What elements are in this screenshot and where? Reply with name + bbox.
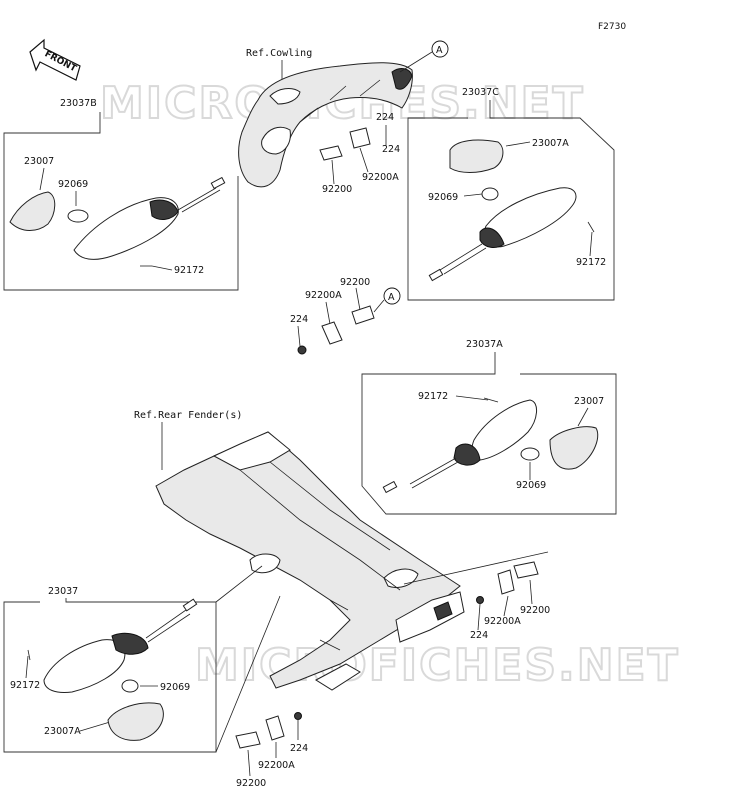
label-92200-rear-bottom: 92200 [236, 778, 266, 789]
label-92200a-rear-bottom: 92200A [258, 760, 295, 771]
label-224-mid: 224 [290, 314, 308, 325]
label-224-top-b: 224 [382, 144, 400, 155]
label-92069-front-left: 92069 [58, 179, 88, 190]
bulb-92069-rear-right [520, 447, 540, 461]
label-23037c: 23037C [462, 87, 499, 98]
ref-rear-fender-label: Ref.Rear Fender(s) [134, 410, 242, 421]
bolt-224-rear-bottom [294, 712, 302, 720]
label-92172-front-right: 92172 [576, 257, 606, 268]
callout-a-top: A [436, 45, 443, 56]
front-arrow-icon: FRONT [29, 38, 81, 81]
label-92200a-mid: 92200A [305, 290, 342, 301]
rear-fender-part [155, 431, 465, 691]
label-92172-rear-left: 92172 [10, 680, 40, 691]
label-224-top: 224 [376, 112, 394, 123]
label-92200-rear-right: 92200 [520, 605, 550, 616]
label-23037: 23037 [48, 586, 78, 597]
plate-92200-rear-right [513, 561, 539, 579]
label-92069-front-right: 92069 [428, 192, 458, 203]
bulb-92069-front-right [481, 187, 499, 201]
lens-23007a-front-right [449, 139, 504, 173]
bracket-92200a-mid [321, 321, 343, 345]
label-92172-rear-right: 92172 [418, 391, 448, 402]
label-224-rear-bottom: 224 [290, 743, 308, 754]
bracket-92200a-rear-right [497, 569, 515, 595]
plate-92200-mid [351, 305, 375, 325]
label-23037a: 23037A [466, 339, 503, 350]
plate-92200-rear-bottom [235, 731, 261, 749]
label-92200-top: 92200 [322, 184, 352, 195]
ref-cowling-label: Ref.Cowling [246, 48, 312, 59]
label-92069-rear-right: 92069 [516, 480, 546, 491]
watermark-bottom: MICROFICHES.NET [195, 640, 680, 691]
bracket-92200a-top [349, 127, 371, 149]
label-92069-rear-left: 92069 [160, 682, 190, 693]
bulb-92069-front-left [67, 209, 89, 223]
label-92200-mid: 92200 [340, 277, 370, 288]
lens-23007-rear-right [549, 426, 599, 470]
lens-23007a-rear-left [107, 702, 164, 741]
label-23007-rear-right: 23007 [574, 396, 604, 407]
label-23037b: 23037B [60, 98, 97, 109]
bulb-92069-rear-left [121, 679, 139, 693]
bolt-224-mid [297, 345, 307, 355]
bracket-92200a-rear-bottom [265, 715, 285, 741]
label-92172-front-left: 92172 [174, 265, 204, 276]
label-23007a-rear-left: 23007A [44, 726, 81, 737]
plate-92200-top [319, 145, 343, 161]
lens-23007-front-left [9, 191, 56, 231]
bolt-224-rear-right [476, 596, 484, 604]
label-92200a-rear-right: 92200A [484, 616, 521, 627]
turn-signal-23037 [43, 639, 126, 693]
label-23007a-front-right: 23007A [532, 138, 569, 149]
label-23007-front-left: 23007 [24, 156, 54, 167]
figure-code: F2730 [598, 22, 626, 32]
label-92200a-top: 92200A [362, 172, 399, 183]
label-224-rear-right: 224 [470, 630, 488, 641]
callout-a-mid: A [388, 292, 395, 303]
cowling-part [238, 62, 413, 188]
